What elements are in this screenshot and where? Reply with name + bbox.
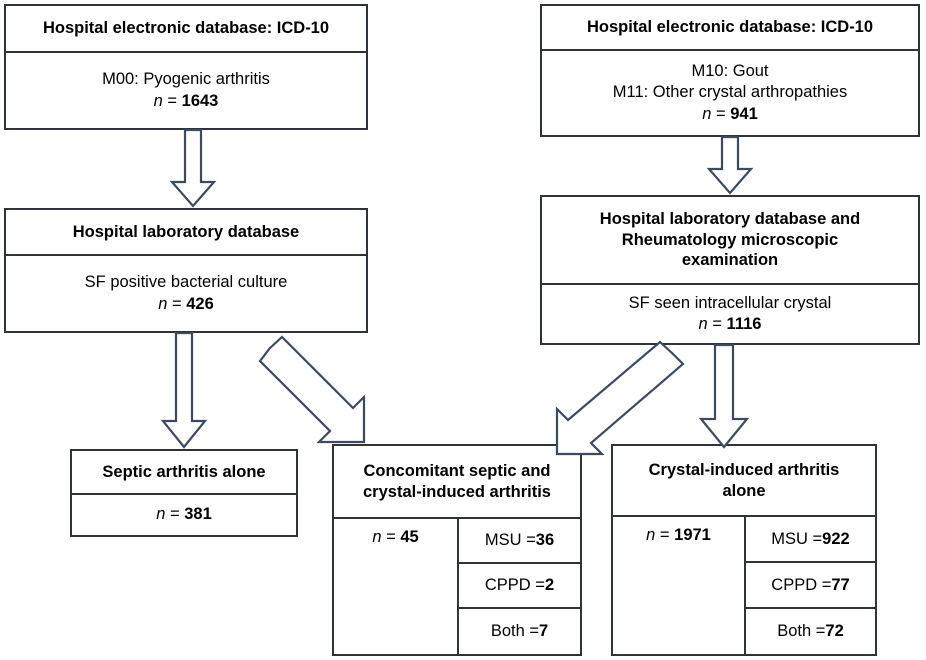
n-symbol: n	[158, 294, 168, 313]
breakdown-msu-label: MSU =	[484, 531, 536, 549]
box-concomitant-header: Concomitant septic and crystal-induced a…	[334, 446, 580, 519]
box-lab-right-header: Hospital laboratory database and Rheumat…	[542, 197, 918, 285]
box-concomitant-count-cell: n = 45	[334, 519, 457, 654]
box-crystal-alone-header: Crystal-induced arthritis alone	[613, 446, 875, 517]
box-crystal-alone-header-line-2: alone	[722, 481, 766, 500]
box-crystal-alone-header-line-1: Crystal-induced arthritis	[648, 461, 840, 480]
box-icd10-right-line-2: M11: Other crystal arthropathies	[612, 83, 848, 102]
box-icd10-left-count: n = 1643	[154, 91, 219, 112]
box-lab-left-line-1: SF positive bacterial culture	[84, 273, 288, 292]
box-lab-left-count: n = 426	[158, 294, 214, 315]
arrow-lab-right-to-concomitant	[540, 340, 690, 456]
breakdown-row-cppd: CPPD = 2	[459, 564, 580, 609]
box-septic-alone-count: n = 381	[156, 504, 212, 525]
breakdown-msu-label: MSU =	[771, 529, 823, 548]
box-septic-alone: Septic arthritis alone n = 381	[70, 449, 298, 537]
box-concomitant-body: n = 45 MSU = 36 CPPD = 2 Both = 7	[334, 519, 580, 654]
n-value: 1971	[674, 526, 711, 544]
box-lab-right-line-1: SF seen intracellular crystal	[628, 293, 832, 312]
box-concomitant-count: n = 45	[372, 528, 418, 547]
breakdown-row-cppd: CPPD = 77	[746, 563, 875, 609]
breakdown-cppd-label: CPPD =	[484, 576, 545, 594]
box-lab-right-header-line-3: examination	[681, 251, 779, 270]
arrow-lab-left-to-septic-alone	[159, 331, 209, 449]
box-crystal-alone-count-cell: n = 1971	[613, 517, 744, 654]
n-symbol: n	[372, 528, 382, 546]
n-symbol: n	[156, 505, 166, 524]
n-value: 941	[730, 104, 758, 123]
box-lab-right: Hospital laboratory database and Rheumat…	[540, 195, 920, 345]
breakdown-row-msu: MSU = 36	[459, 519, 580, 564]
box-lab-left-body: SF positive bacterial culture n = 426	[6, 256, 366, 331]
box-concomitant-header-line-1: Concomitant septic and	[363, 462, 551, 481]
breakdown-cppd-value: 77	[831, 575, 850, 594]
box-crystal-alone: Crystal-induced arthritis alone n = 1971…	[611, 444, 877, 656]
n-symbol: n	[702, 104, 712, 123]
n-equals: =	[165, 505, 185, 524]
n-symbol: n	[698, 315, 708, 333]
n-equals: =	[167, 294, 187, 313]
n-equals: =	[707, 315, 727, 333]
breakdown-row-msu: MSU = 922	[746, 517, 875, 563]
box-lab-right-header-line-2: Rheumatology microscopic	[621, 230, 839, 249]
n-value: 1643	[181, 91, 219, 110]
box-icd10-left: Hospital electronic database: ICD-10 M00…	[4, 4, 368, 130]
n-symbol: n	[153, 91, 163, 110]
box-septic-alone-body: n = 381	[72, 495, 296, 535]
box-concomitant: Concomitant septic and crystal-induced a…	[332, 444, 582, 656]
n-value: 426	[186, 294, 214, 313]
n-equals: =	[655, 526, 675, 544]
breakdown-cppd-label: CPPD =	[771, 575, 832, 594]
arrow-icd-left-to-lab-left	[168, 128, 218, 208]
breakdown-msu-value: 922	[822, 529, 850, 548]
box-icd10-right-line-1: M10: Gout	[691, 61, 769, 80]
n-equals: =	[381, 528, 401, 546]
breakdown-msu-value: 36	[535, 531, 555, 549]
box-icd10-left-body: M00: Pyogenic arthritis n = 1643	[6, 53, 366, 128]
box-icd10-right-header: Hospital electronic database: ICD-10	[542, 6, 918, 51]
n-value: 45	[400, 528, 419, 546]
breakdown-row-both: Both = 7	[459, 609, 580, 654]
arrow-lab-left-to-concomitant	[255, 335, 370, 445]
n-value: 1116	[726, 315, 762, 333]
breakdown-both-label: Both =	[490, 622, 539, 640]
box-crystal-alone-count: n = 1971	[646, 526, 711, 545]
arrow-icd-right-to-lab-right	[705, 135, 755, 195]
box-icd10-left-header: Hospital electronic database: ICD-10	[6, 6, 366, 53]
box-crystal-alone-breakdown: MSU = 922 CPPD = 77 Both = 72	[744, 517, 875, 654]
breakdown-both-label: Both =	[777, 622, 826, 640]
breakdown-row-both: Both = 72	[746, 609, 875, 654]
box-concomitant-header-line-2: crystal-induced arthritis	[363, 482, 551, 501]
box-icd10-right-count: n = 941	[702, 104, 758, 125]
box-icd10-left-line-1: M00: Pyogenic arthritis	[102, 70, 270, 89]
arrow-lab-right-to-crystal-alone	[695, 343, 753, 449]
n-symbol: n	[646, 526, 656, 544]
box-lab-right-header-line-1: Hospital laboratory database and	[599, 210, 861, 229]
box-icd10-right-body: M10: Gout M11: Other crystal arthropathi…	[542, 51, 918, 135]
n-equals: =	[162, 91, 182, 110]
box-lab-right-count: n = 1116	[699, 314, 762, 335]
n-value: 381	[184, 505, 212, 524]
breakdown-both-value: 72	[825, 622, 844, 640]
box-septic-alone-header: Septic arthritis alone	[72, 451, 296, 495]
n-equals: =	[711, 104, 731, 123]
box-concomitant-breakdown: MSU = 36 CPPD = 2 Both = 7	[457, 519, 580, 654]
box-icd10-right: Hospital electronic database: ICD-10 M10…	[540, 4, 920, 137]
breakdown-cppd-value: 2	[544, 576, 555, 594]
box-lab-left-header: Hospital laboratory database	[6, 210, 366, 256]
box-lab-right-body: SF seen intracellular crystal n = 1116	[542, 285, 918, 343]
box-lab-left: Hospital laboratory database SF positive…	[4, 208, 368, 333]
breakdown-both-value: 7	[538, 622, 549, 640]
box-crystal-alone-body: n = 1971 MSU = 922 CPPD = 77 Both = 72	[613, 517, 875, 654]
